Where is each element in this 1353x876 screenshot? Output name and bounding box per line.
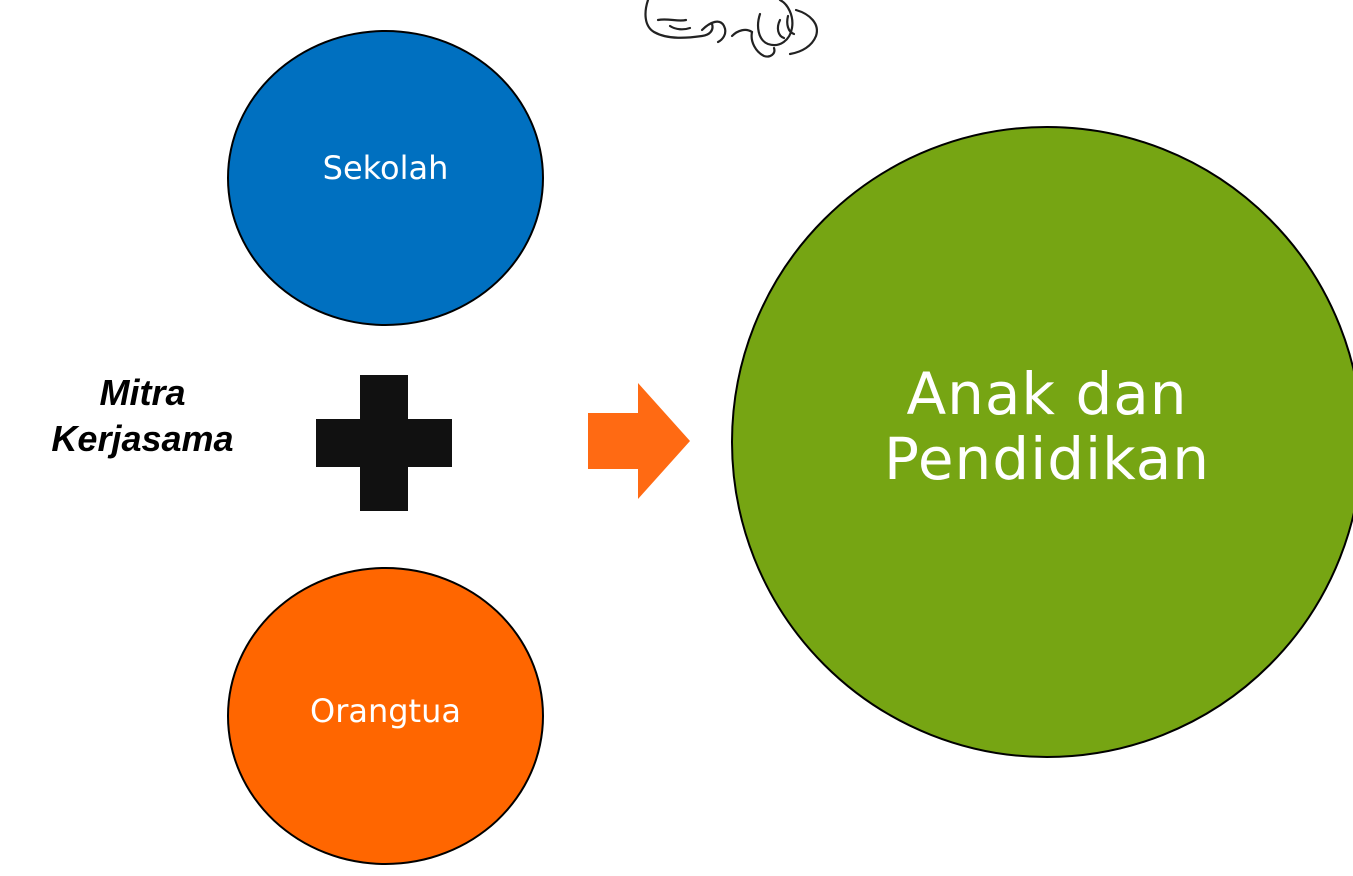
plus-icon [316, 375, 452, 511]
node-anak-pendidikan-label: Anak dan Pendidikan [883, 360, 1211, 493]
node-sekolah: Sekolah [227, 30, 544, 326]
arrow-right-icon [588, 383, 690, 499]
node-sekolah-label: Sekolah [322, 149, 449, 187]
side-label-mitra-kerjasama: Mitra Kerjasama [51, 372, 234, 459]
doodle-sketch-icon [644, 0, 818, 58]
node-orangtua-label: Orangtua [310, 692, 461, 730]
node-anak-pendidikan: Anak dan Pendidikan [731, 126, 1353, 758]
node-orangtua: Orangtua [227, 567, 544, 865]
